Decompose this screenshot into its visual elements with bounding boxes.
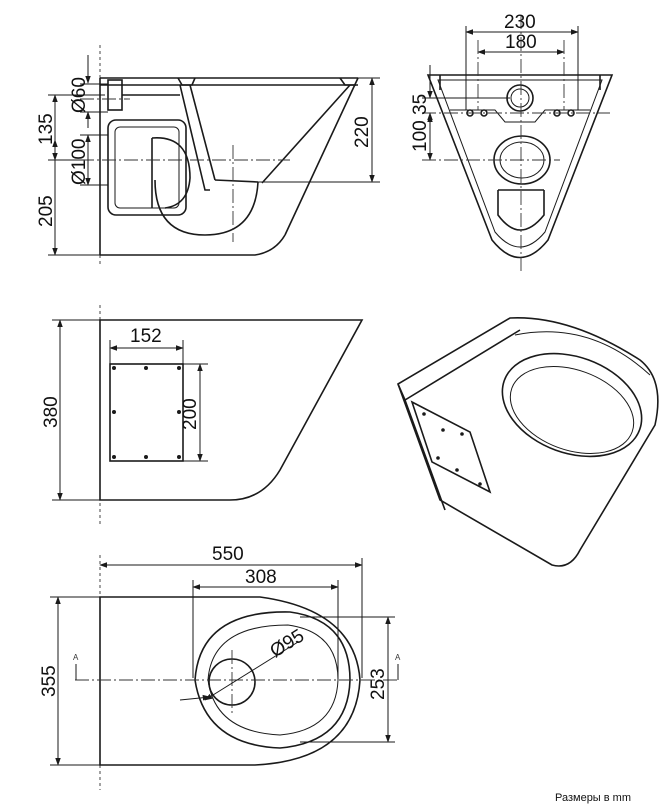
dim-550: 550: [212, 544, 244, 565]
dim-d60: Ø60: [69, 77, 90, 113]
top-view: A A 550 308 Ø95 355 253: [39, 544, 401, 790]
dim-220: 220: [352, 116, 373, 148]
dim-d100: Ø100: [69, 139, 90, 185]
dim-100: 100: [410, 120, 431, 152]
dim-253: 253: [368, 668, 389, 700]
dim-152: 152: [130, 326, 162, 347]
dim-200: 200: [180, 398, 201, 430]
section-mark-right: A: [395, 653, 401, 662]
dim-380: 380: [41, 396, 62, 428]
dim-355: 355: [39, 665, 60, 697]
dim-d95: Ø95: [267, 625, 309, 662]
dim-308: 308: [245, 567, 277, 588]
isometric-view: [397, 317, 659, 567]
dim-230: 230: [504, 12, 536, 33]
dim-135: 135: [36, 113, 57, 145]
dim-205: 205: [36, 195, 57, 227]
front-view: 230 180 100 35: [410, 12, 614, 272]
dim-180: 180: [505, 32, 537, 53]
dim-35: 35: [410, 94, 431, 115]
panel-view: 152 200 380: [41, 305, 364, 525]
units-note: Размеры в mm: [555, 792, 631, 804]
section-mark-left: A: [73, 653, 79, 662]
side-view: 205 135 Ø60 Ø100 220: [36, 45, 380, 265]
